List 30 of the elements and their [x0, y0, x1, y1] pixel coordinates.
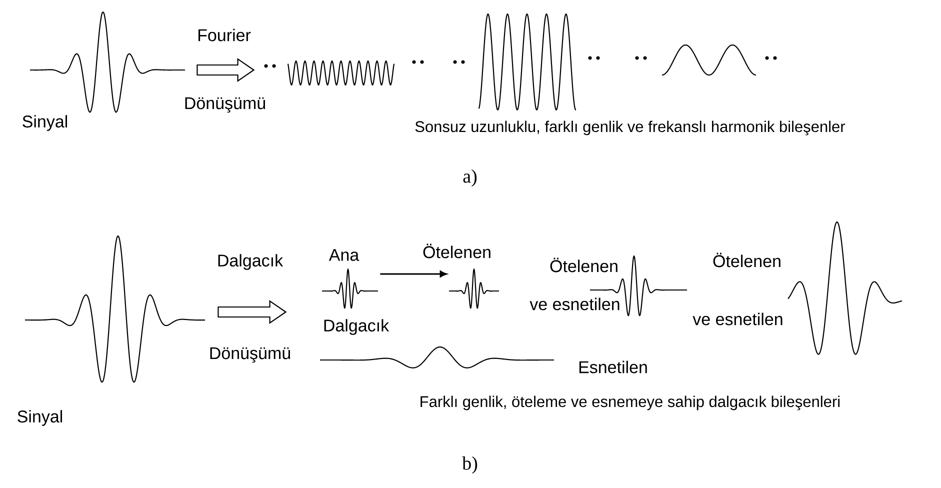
block-arrow [218, 300, 287, 324]
waveform-drawing [478, 13, 577, 110]
waveform-label: Ana [328, 249, 360, 261]
waveform-label: Ötelenen [423, 244, 490, 258]
waveform-drawing [320, 346, 554, 368]
block-arrow [196, 58, 255, 82]
waveform-drawing [30, 11, 185, 113]
waveform-label: Dalgacık [324, 319, 390, 335]
waveform-drawing [287, 60, 395, 86]
waveform-drawing [322, 268, 378, 309]
waveform-drawing [25, 235, 206, 383]
waveform-label: Ötelenen [713, 252, 780, 268]
arrow-label: Dalgacık [218, 254, 284, 270]
caption: Farklı genlik, öteleme ve esnemeye sahip dalgacık bileşenleri [420, 396, 840, 410]
waveform-label: Sinyal [22, 115, 67, 131]
arrow-label: Dönüşümü [185, 97, 266, 113]
arrow [380, 270, 447, 278]
waveform-label: Ötelenen [550, 258, 618, 272]
arrow-label: Dönüşümü [210, 347, 290, 363]
caption: Sonsuz uzunluklu, farklı genlik ve frekanslı harmonik bileşenler [415, 120, 846, 136]
panel-label: a) [463, 169, 477, 187]
panel-label: b) [462, 456, 478, 474]
waveform-drawing [449, 268, 499, 309]
waveform-drawing [788, 221, 902, 355]
waveform-label: Sinyal [18, 410, 62, 426]
waveform-label: ve esnetilen [692, 312, 782, 326]
waveform-label: Esnetilen [579, 360, 647, 374]
arrow-label: Fourier [198, 28, 251, 42]
waveform-drawing [662, 44, 756, 76]
waveform-label: ve esnetilen [530, 298, 620, 310]
